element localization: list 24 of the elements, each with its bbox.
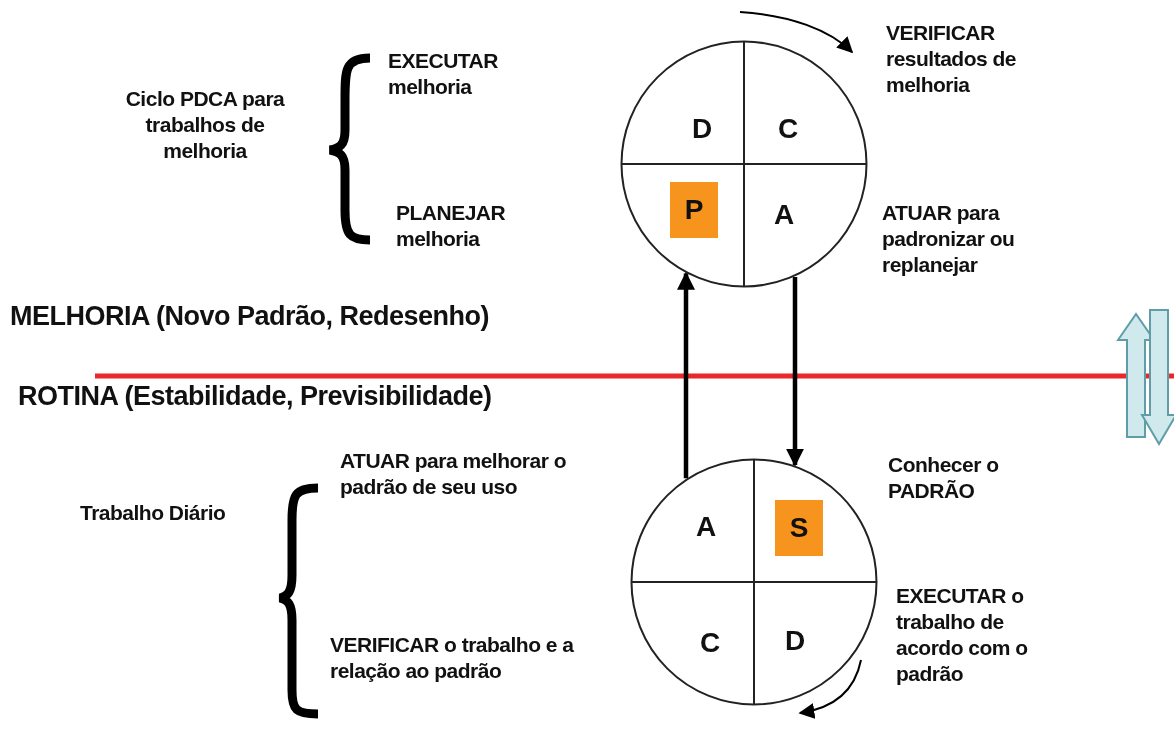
- annotation-text: EXECUTAR melhoria: [388, 48, 499, 100]
- quadrant-letter: D: [690, 112, 714, 146]
- annotation-text: Conhecer o PADRÃO: [888, 452, 1000, 504]
- quadrant-letter: A: [694, 510, 718, 544]
- quadrant-letter: A: [772, 198, 796, 232]
- annotation-text: VERIFICAR o trabalho e a relação ao padrão: [330, 632, 575, 684]
- annotation-text: VERIFICAR resultados de melhoria: [886, 20, 1018, 98]
- annotation-text: ATUAR para padronizar ou replanejar: [882, 200, 1016, 278]
- arrow: [786, 277, 804, 467]
- annotation-text: ATUAR para melhorar o padrão de seu uso: [340, 448, 567, 500]
- section-heading: ROTINA (Estabilidade, Previsibilidade): [18, 380, 492, 412]
- quadrant-letter: C: [776, 112, 800, 146]
- pdca-circle: [630, 458, 878, 706]
- annotation-text: Ciclo PDCA para trabalhos de melhoria: [124, 86, 286, 164]
- quadrant-letter: C: [698, 626, 722, 660]
- highlighted-letter: S: [775, 500, 823, 556]
- annotation-text: EXECUTAR o trabalho de acordo com o padrão: [896, 583, 1029, 687]
- annotation-text: Trabalho Diário: [80, 500, 227, 526]
- section-heading: MELHORIA (Novo Padrão, Redesenho): [10, 300, 490, 332]
- annotation-text: PLANEJAR melhoria: [396, 200, 507, 252]
- quadrant-letter: D: [783, 624, 807, 658]
- arrow: [677, 271, 695, 479]
- pdca-circle: [620, 40, 868, 288]
- highlighted-letter: P: [670, 182, 718, 238]
